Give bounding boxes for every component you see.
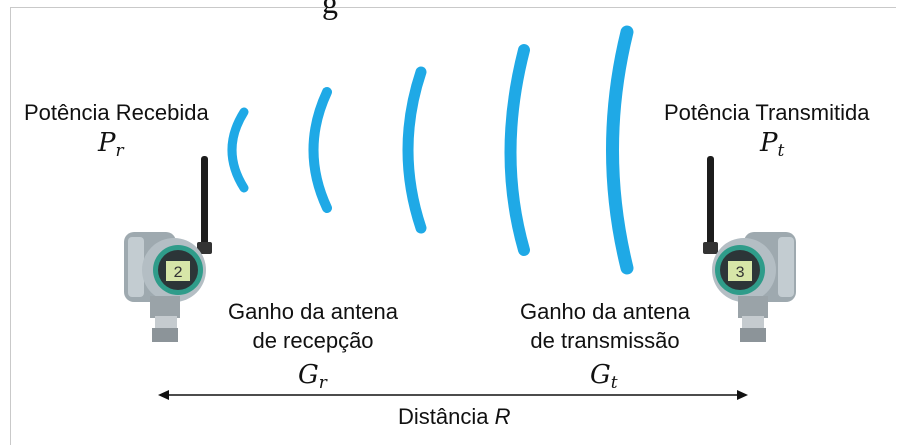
cropped-title-fragment: g [322, 0, 338, 20]
svg-text:2: 2 [173, 264, 183, 282]
receive-gain-line1: Ganho da antena [227, 299, 399, 324]
svg-text:3: 3 [735, 264, 745, 282]
transmitter-device: 3 [703, 156, 796, 342]
received-power-symbol: Pr [98, 128, 124, 161]
distance-arrow [158, 390, 748, 400]
receive-gain-line2: de recepção [252, 328, 374, 353]
received-power-label: Potência Recebida [24, 100, 209, 125]
signal-wave-4 [504, 44, 530, 256]
signal-wave-1 [227, 107, 249, 193]
receive-gain-label: Ganho da antena de recepção [218, 297, 408, 355]
signal-wave-3 [402, 66, 427, 234]
distance-symbol: R [494, 404, 511, 429]
transmitter-display [728, 261, 752, 281]
transmit-gain-line1: Ganho da antena [519, 299, 691, 324]
signal-wave-5 [606, 25, 634, 275]
signal-wave-2 [308, 87, 332, 213]
signal-waves [227, 25, 634, 275]
transmit-gain-symbol: Gt [590, 360, 618, 393]
receiver-device: 2 [124, 156, 212, 342]
distance-label: Distância R [398, 404, 511, 429]
transmitted-power-label: Potência Transmitida [664, 100, 870, 125]
receiver-display [166, 261, 190, 281]
figure-frame [10, 7, 896, 445]
receiver-antenna [201, 156, 208, 250]
transmitted-power-symbol: Pt [760, 128, 785, 161]
transmit-gain-line2: de transmissão [530, 328, 680, 353]
transmit-gain-label: Ganho da antena de transmissão [510, 297, 700, 355]
transmitter-antenna [707, 156, 714, 250]
receive-gain-symbol: Gr [298, 360, 327, 393]
